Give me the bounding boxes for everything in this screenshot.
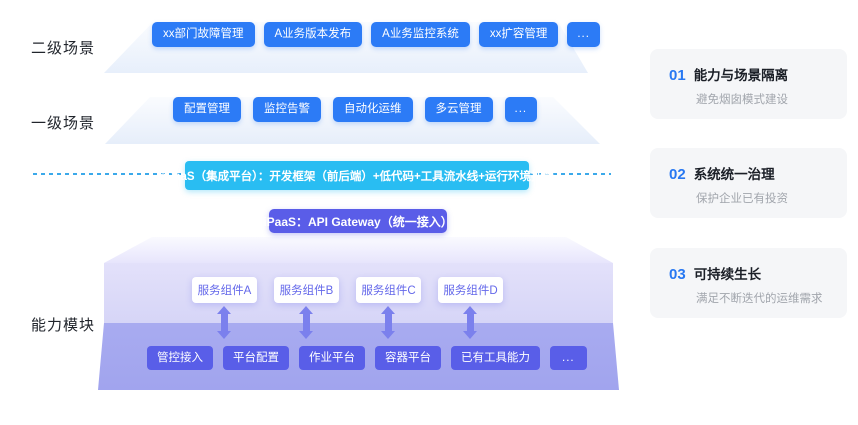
card-number: 03	[669, 266, 686, 283]
primary-scene-button-automation-ops[interactable]: 自动化运维	[333, 97, 413, 122]
double-arrow-icon	[463, 306, 477, 339]
service-component-a: 服务组件A	[192, 277, 257, 303]
capability-button-platform-config[interactable]: 平台配置	[223, 346, 289, 370]
card-number: 01	[669, 67, 686, 84]
primary-scene-button-multicloud-mgmt[interactable]: 多云管理	[424, 97, 493, 122]
capability-module-label: 能力模块	[31, 317, 96, 334]
secondary-scene-button-more[interactable]: ...	[567, 22, 600, 47]
service-component-row: 服务组件A 服务组件B 服务组件C 服务组件D	[192, 277, 503, 303]
secondary-scene-button-version-release[interactable]: A业务版本发布	[263, 22, 363, 47]
primary-scene-button-config-mgmt[interactable]: 配置管理	[173, 97, 241, 122]
capability-button-existing-tools[interactable]: 已有工具能力	[451, 346, 540, 370]
secondary-scene-button-fault-mgmt[interactable]: xx部门故障管理	[152, 22, 255, 47]
double-arrow-icon	[381, 306, 395, 339]
feature-card-governance: 02 系统统一治理 保护企业已有投资	[650, 148, 847, 218]
capability-block-top-face	[104, 237, 613, 263]
feature-card-isolation: 01 能力与场景隔离 避免烟囱模式建设	[650, 49, 847, 119]
card-title: 系统统一治理	[693, 167, 775, 182]
secondary-scene-label: 二级场景	[31, 40, 96, 57]
double-arrow-icon	[217, 306, 231, 339]
primary-scene-button-row: 配置管理 监控告警 自动化运维 多云管理 ...	[173, 97, 538, 122]
service-component-b: 服务组件B	[274, 277, 339, 303]
card-title: 能力与场景隔离	[693, 68, 789, 83]
primary-scene-button-monitor-alert[interactable]: 监控告警	[253, 97, 321, 122]
capability-button-control-access[interactable]: 管控接入	[147, 346, 213, 370]
feature-card-growth: 03 可持续生长 满足不断迭代的运维需求	[650, 248, 847, 318]
secondary-scene-button-row: xx部门故障管理 A业务版本发布 A业务监控系统 xx扩容管理 ...	[152, 22, 600, 47]
secondary-scene-button-monitor-system[interactable]: A业务监控系统	[371, 22, 470, 47]
card-subtitle: 满足不断迭代的运维需求	[696, 293, 823, 305]
apaas-banner: aPaaS（集成平台）：开发框架（前后端）+低代码+工具流水线+运行环境托管	[160, 161, 554, 190]
card-subtitle: 保护企业已有投资	[696, 193, 788, 205]
card-title: 可持续生长	[693, 267, 762, 282]
primary-scene-button-more[interactable]: ...	[504, 97, 538, 122]
service-component-d: 服务组件D	[438, 277, 503, 303]
card-subtitle: 避免烟囱模式建设	[696, 94, 788, 106]
double-arrow-icon	[299, 306, 313, 339]
capability-button-job-platform[interactable]: 作业平台	[299, 346, 365, 370]
capability-button-row: 管控接入 平台配置 作业平台 容器平台 已有工具能力 ...	[147, 346, 587, 370]
capability-button-more[interactable]: ...	[550, 346, 587, 370]
primary-scene-label: 一级场景	[31, 115, 96, 132]
service-component-c: 服务组件C	[356, 277, 421, 303]
card-number: 02	[669, 166, 686, 183]
secondary-scene-button-scaling-mgmt[interactable]: xx扩容管理	[478, 22, 559, 47]
capability-button-container-platform[interactable]: 容器平台	[375, 346, 441, 370]
ipaas-gateway-button[interactable]: iPaaS：API Gateway（统一接入）	[263, 209, 453, 233]
